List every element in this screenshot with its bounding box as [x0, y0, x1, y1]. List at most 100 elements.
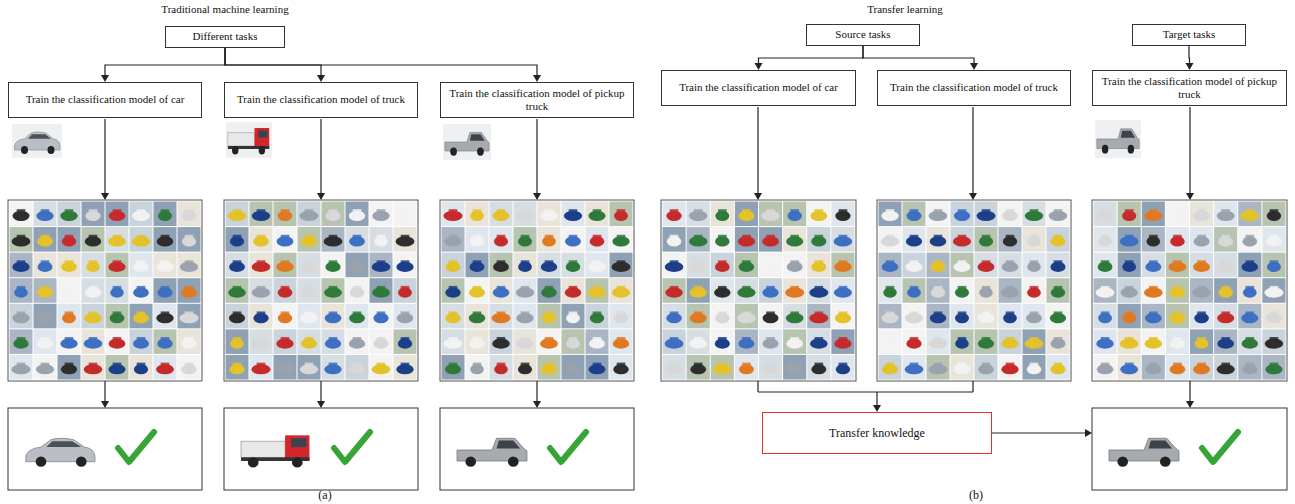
vehicle-cabin — [593, 286, 602, 290]
photo-tile — [226, 253, 249, 278]
node-text: Different tasks — [193, 30, 258, 43]
photo-tile — [711, 329, 734, 354]
photo-tile — [226, 278, 249, 303]
photo-tile — [346, 253, 369, 278]
vehicle-cabin — [353, 209, 362, 213]
vehicle-cabin — [41, 311, 50, 315]
vehicle-cabin — [814, 363, 823, 367]
photo-tile — [1047, 329, 1070, 354]
vehicle-cabin — [473, 260, 482, 264]
photo-tile — [58, 227, 81, 252]
vehicle-cabin — [814, 286, 823, 290]
transfer-box: Transfer knowledge — [762, 412, 992, 454]
photo-tile — [250, 355, 273, 380]
connector-line — [759, 46, 864, 64]
vehicle-cabin — [41, 337, 50, 341]
vehicle-cabin — [1197, 337, 1206, 341]
photo-tile — [999, 202, 1022, 227]
photo-tile — [975, 355, 998, 380]
vehicle-cabin — [1221, 235, 1230, 239]
photo-tile — [951, 227, 974, 252]
photo-tile — [514, 304, 537, 329]
photo-tile — [106, 355, 129, 380]
photo-tile — [538, 202, 561, 227]
photo-tile — [1214, 304, 1237, 329]
photo-tile — [1047, 278, 1070, 303]
vehicle-cabin — [569, 311, 578, 315]
vehicle-cabin — [1054, 363, 1063, 367]
photo-tile — [82, 227, 105, 252]
photo-tile — [274, 278, 297, 303]
vehicle-cabin — [1054, 260, 1063, 264]
node-text: Train the classification model of car — [26, 93, 185, 106]
vehicle-cabin — [497, 311, 506, 315]
arrow-head — [533, 193, 541, 200]
photo-tile — [322, 253, 345, 278]
photo-tile — [298, 227, 321, 252]
vehicle-cabin — [449, 286, 458, 290]
vehicle-cabin — [1197, 286, 1206, 290]
photo-tile — [903, 329, 926, 354]
vehicle-cabin — [982, 286, 991, 290]
node-text: Source tasks — [835, 28, 890, 41]
photo-tile — [490, 329, 513, 354]
photo-tile — [1142, 304, 1165, 329]
photo-tile — [490, 253, 513, 278]
photo-tile — [130, 227, 153, 252]
pickup-body — [1109, 438, 1179, 461]
vehicle-cabin — [1270, 209, 1279, 213]
wheel — [232, 146, 238, 154]
image-grid — [224, 200, 418, 381]
photo-tile — [759, 253, 782, 278]
photo-tile — [975, 202, 998, 227]
photo-tile — [975, 227, 998, 252]
vehicle-cabin — [934, 260, 943, 264]
photo-tile — [1190, 355, 1213, 380]
photo-tile — [783, 202, 806, 227]
vehicle-cabin — [1245, 209, 1254, 213]
vehicle-cabin — [161, 311, 170, 315]
photo-tile — [10, 329, 33, 354]
photo-tile — [610, 278, 633, 303]
photo-tile — [975, 253, 998, 278]
photo-tile — [687, 278, 710, 303]
vehicle-cabin — [839, 363, 848, 367]
wheel — [465, 457, 476, 467]
vehicle-cabin — [1101, 311, 1110, 315]
photo-tile — [250, 227, 273, 252]
vehicle-cabin — [161, 260, 170, 264]
photo-tile — [370, 227, 393, 252]
vehicle-cabin — [670, 260, 679, 264]
photo-tile — [1023, 202, 1046, 227]
vehicle-cabin — [1221, 286, 1230, 290]
photo-tile — [1118, 278, 1141, 303]
vehicle-cabin — [742, 311, 751, 315]
vehicle-cabin — [1245, 337, 1254, 341]
photo-tile — [298, 253, 321, 278]
photo-tile — [663, 355, 686, 380]
photo-tile — [1238, 253, 1261, 278]
vehicle-cabin — [1101, 235, 1110, 239]
vehicle-cabin — [1173, 363, 1182, 367]
photo-tile — [711, 355, 734, 380]
wheel — [36, 457, 47, 467]
vehicle-cabin — [521, 209, 530, 213]
photo-tile — [1023, 329, 1046, 354]
vehicle-cabin — [1221, 311, 1230, 315]
photo-tile — [178, 253, 201, 278]
photo-tile — [34, 329, 57, 354]
photo-tile — [466, 355, 489, 380]
photo-tile — [807, 304, 830, 329]
photo-tile — [154, 355, 177, 380]
photo-tile — [490, 278, 513, 303]
photo-tile — [58, 355, 81, 380]
arrow-head — [101, 193, 109, 200]
photo-tile — [586, 329, 609, 354]
vehicle-cabin — [569, 286, 578, 290]
photo-tile — [735, 253, 758, 278]
photo-tile — [10, 202, 33, 227]
photo-tile — [1023, 278, 1046, 303]
vehicle-cabin — [89, 209, 98, 213]
vehicle-cabin — [1101, 286, 1110, 290]
photo-tile — [663, 278, 686, 303]
